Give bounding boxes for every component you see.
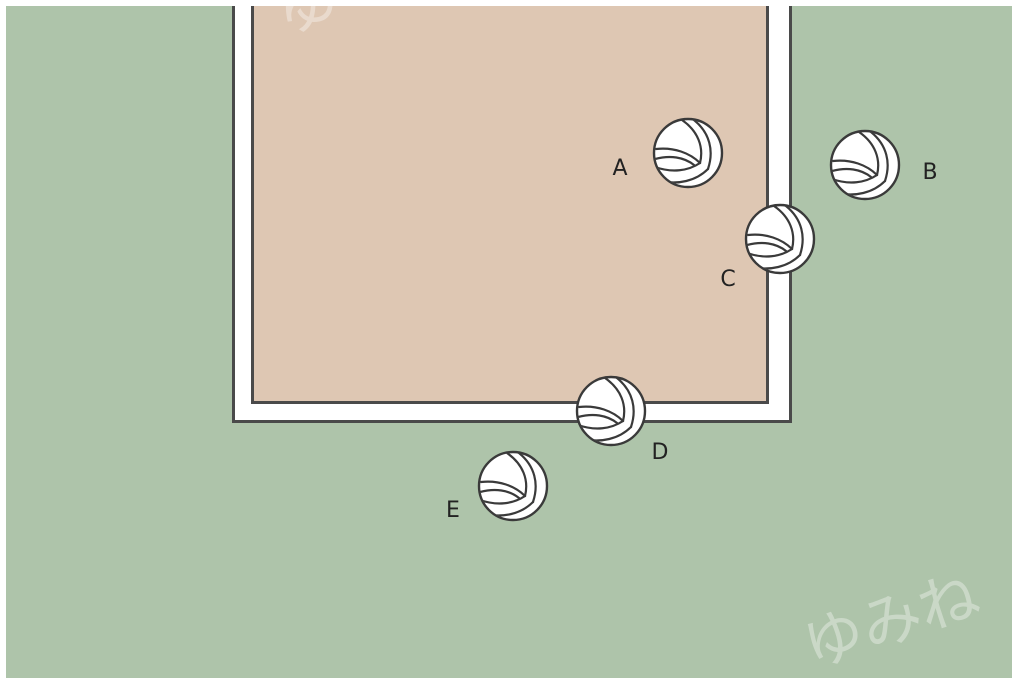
volleyball-icon: [831, 131, 899, 199]
volleyball-icon: [479, 452, 547, 520]
ball-b-label: B: [922, 160, 937, 185]
volleyball-icon: [577, 377, 645, 445]
court-surface: [254, 0, 766, 401]
ball-c-label: C: [720, 267, 735, 292]
ball-d-label: D: [652, 440, 669, 465]
top-border: [0, 0, 1018, 6]
volleyball-icon: [654, 119, 722, 187]
volleyball-icon: [746, 205, 814, 273]
ball-a-label: A: [612, 156, 627, 181]
ball-e-label: E: [446, 498, 460, 523]
watermark-top: ゆ: [278, 0, 338, 43]
